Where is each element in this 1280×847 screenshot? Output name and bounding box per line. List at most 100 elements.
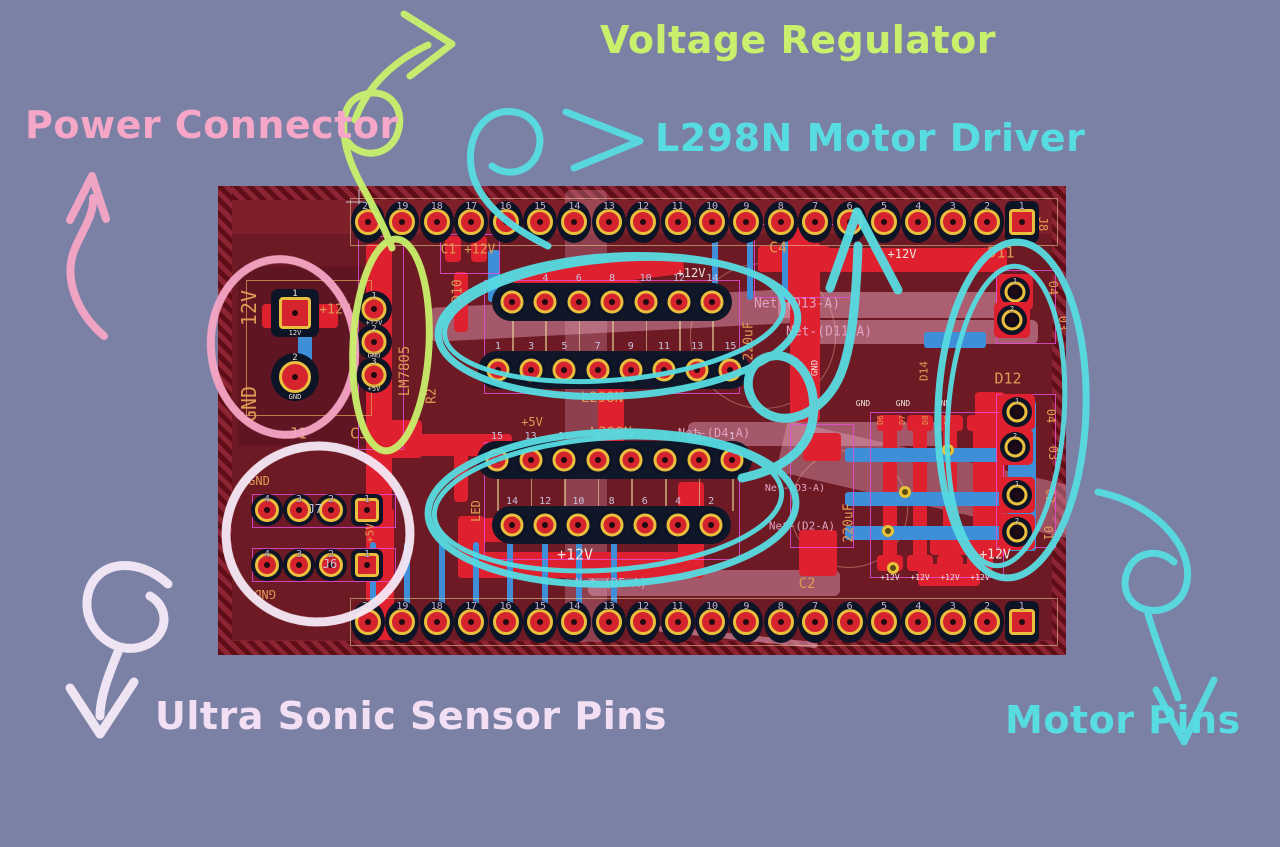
pad-hole: [542, 299, 549, 305]
pad-ring: [423, 209, 450, 235]
pad-net-label: 12V: [288, 329, 302, 337]
pad-hole: [743, 619, 750, 625]
pad-number: 10: [705, 201, 719, 212]
ic-pad-number: 6: [575, 273, 582, 284]
pad-hole: [1009, 317, 1015, 323]
pcb-graphic: [218, 186, 232, 655]
silkscreen-label: 03: [1046, 445, 1060, 461]
ic-pad-number: 5: [661, 431, 669, 442]
pad-number: 1: [292, 289, 298, 299]
silkscreen-label: D6: [876, 415, 885, 425]
motor-pad: 2: [1002, 517, 1032, 547]
pad-hole: [502, 619, 509, 625]
top-header-pin: 8: [763, 201, 798, 243]
silkscreen-label: Net-(D3-A): [764, 483, 826, 494]
pad-number: 2: [1014, 517, 1020, 525]
pad-hole: [264, 507, 270, 513]
pad-number: 2: [984, 601, 991, 612]
bottom-header-pin: 5: [867, 601, 901, 643]
bottom-header-pin: 19: [385, 601, 420, 643]
ic-courtyard-line: [645, 316, 648, 356]
pad-hole: [542, 522, 549, 528]
ic-lower-pad: [482, 445, 512, 475]
silkscreen-label: GND: [935, 399, 951, 408]
pad-hole: [528, 367, 535, 373]
ic-upper-pad: [682, 355, 713, 385]
ic-pad-number: 13: [524, 431, 537, 442]
power-connector-ref: J1: [288, 424, 308, 443]
pad-hole: [676, 299, 682, 305]
pad-number: 14: [568, 201, 581, 212]
top-header-pin: 11: [660, 201, 695, 243]
ic-courtyard-line: [497, 474, 499, 511]
pad-hole: [1014, 409, 1020, 415]
pad-ring: [733, 609, 760, 635]
pad-hole: [1018, 219, 1025, 225]
silkscreen-label: +12V: [676, 266, 706, 280]
silkscreen-label: GND: [237, 385, 261, 423]
ic-pad-number: 8: [609, 273, 616, 284]
pad-hole: [729, 457, 736, 463]
ultrasonic-arrow: [95, 647, 123, 721]
ic-courtyard-line: [545, 316, 547, 356]
top-header-pin: 20: [351, 201, 385, 243]
pad-number: 6: [846, 601, 853, 612]
bottom-header-pin: 13: [591, 601, 626, 643]
motor-driver-label: L298N Motor Driver: [655, 116, 1086, 160]
pad-hole: [984, 619, 991, 625]
pad-hole: [881, 619, 887, 625]
silkscreen-label: Net-(D2-A): [768, 519, 836, 533]
power-connector-arrowhead: [66, 172, 110, 224]
pad-net-label: GND: [288, 393, 302, 401]
ic-lower-pad: [629, 510, 660, 540]
ic-pad-number: 10: [639, 273, 652, 284]
pad-number: 16: [499, 601, 512, 612]
ic-lower-pad: [650, 445, 680, 475]
top-header-pin: 17: [454, 201, 489, 243]
ic-pad-number: 5: [561, 341, 568, 352]
silkscreen-label: 220uF: [741, 321, 757, 361]
pad-number: 16: [499, 201, 512, 212]
bottom-header-pin: 4: [901, 601, 936, 643]
pad-number: 5: [880, 201, 888, 212]
pad-number: 1: [363, 549, 371, 560]
bottom-header-pin: 16: [488, 601, 523, 643]
pad-number: 2: [327, 494, 335, 505]
pad-number: 2: [984, 201, 991, 212]
pad-ring: [836, 609, 863, 635]
pad-hole: [494, 457, 500, 463]
pad-hole: [575, 299, 582, 305]
ultrasonic-pin: 4: [251, 549, 283, 581]
pad-hole: [292, 374, 298, 380]
pad-number: 2: [292, 353, 298, 363]
pad-hole: [575, 522, 582, 528]
ultrasonic-header-ref: J7: [307, 502, 323, 516]
pad-number: 3: [295, 494, 303, 505]
ic-lower-pad: [582, 445, 613, 475]
pad-number: 1: [1014, 480, 1020, 488]
pad-number: 20: [361, 201, 375, 212]
pad-hole: [812, 219, 819, 225]
ic-courtyard-line: [612, 316, 614, 356]
copper-trace-blue: [747, 238, 753, 300]
pad-hole: [640, 619, 647, 625]
pad-number: 1: [1012, 277, 1018, 285]
regulator-value: LM7805: [397, 345, 413, 397]
ic-pad-number: 14: [505, 496, 519, 507]
bottom-header-pin: 1: [1004, 601, 1039, 643]
silkscreen-label: D11: [987, 243, 1015, 262]
pad-hole: [433, 619, 440, 625]
pad-hole: [812, 619, 819, 625]
ic-pad-number: 2: [508, 273, 516, 284]
ic-lower-pad: [563, 510, 594, 540]
pad-hole: [1014, 529, 1020, 535]
ic-upper-pad: [697, 287, 728, 317]
pad-hole: [364, 507, 370, 513]
ic-lower-pad: [616, 445, 647, 475]
pad-hole: [296, 562, 302, 568]
ic-pad-number: 4: [674, 496, 682, 507]
ic-pad-number: 7: [594, 341, 601, 352]
bottom-header-pin: 20: [351, 601, 385, 643]
motor-pad: 2: [1000, 432, 1030, 462]
pad-number: 11: [671, 601, 684, 612]
